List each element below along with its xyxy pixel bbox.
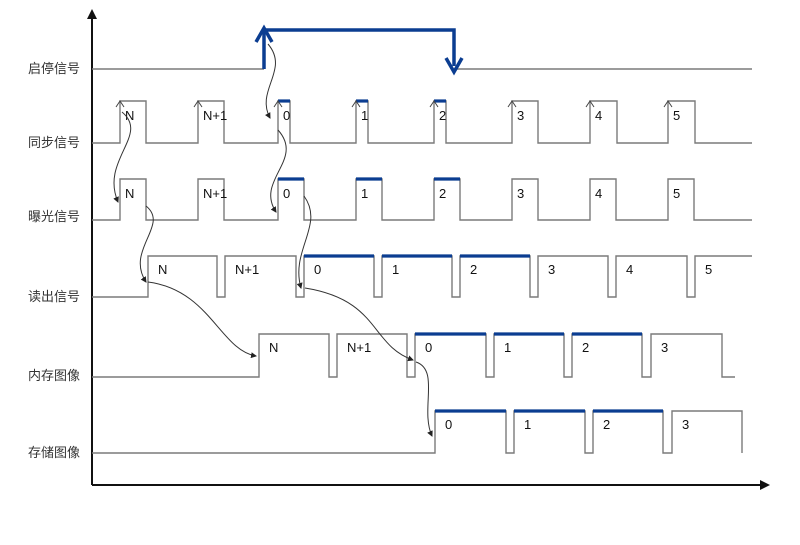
- sync-pulse-label: 2: [439, 108, 446, 123]
- exposure-pulse-label: 2: [439, 186, 446, 201]
- sync-trigger-arrow-icon: [585, 100, 595, 108]
- memory-frame-label: N: [269, 340, 278, 355]
- row-label-sync: 同步信号: [27, 136, 80, 151]
- storage-frame-label: 3: [682, 417, 689, 432]
- sync-pulse-label: N+1: [203, 108, 227, 123]
- exposure-pulse-label: 4: [595, 186, 602, 201]
- row-label-memory: 内存图像: [27, 369, 80, 384]
- sync-trigger-arrow-icon: [115, 100, 125, 108]
- exposure-pulse-label: 1: [361, 186, 368, 201]
- sync-pulse-label: 5: [673, 108, 680, 123]
- exposure-pulse-label: 3: [517, 186, 524, 201]
- memory-frame-label: N+1: [347, 340, 371, 355]
- sync-trigger-arrow-icon: [273, 100, 283, 108]
- sync-pulse-label: N: [125, 108, 134, 123]
- stop-arrow-icon: [444, 57, 464, 76]
- memory-frame-label: 0: [425, 340, 432, 355]
- readout-frame-label: 0: [314, 262, 321, 277]
- readout-frame-label: 1: [392, 262, 399, 277]
- memory-frame-label: 3: [661, 340, 668, 355]
- memory-waveform: [92, 333, 735, 378]
- sync-trigger-arrow-icon: [429, 100, 439, 108]
- storage-frame-label: 1: [524, 417, 531, 432]
- exposure-pulse-label: 0: [283, 186, 290, 201]
- readout-waveform: [92, 255, 752, 298]
- connector-arrow: [270, 129, 287, 213]
- connector-arrow: [139, 205, 154, 283]
- exposure-waveform: [92, 178, 752, 221]
- readout-frame-label: 5: [705, 262, 712, 277]
- row-label-storage: 存储图像: [27, 446, 80, 461]
- exposure-pulse-label: 5: [673, 186, 680, 201]
- sync-waveform: [92, 100, 752, 144]
- connector-arrow: [113, 111, 132, 203]
- sync-pulse-label: 0: [283, 108, 290, 123]
- row-label-readout: 读出信号: [27, 290, 80, 305]
- storage-frame-label: 2: [603, 417, 610, 432]
- readout-frame-label: 3: [548, 262, 555, 277]
- readout-frame-label: 2: [470, 262, 477, 277]
- connector-arrow: [296, 195, 312, 289]
- connector-arrow: [304, 287, 414, 362]
- sync-pulse-label: 1: [361, 108, 368, 123]
- row-label-exposure: 曝光信号: [27, 210, 80, 225]
- memory-frame-label: 1: [504, 340, 511, 355]
- sync-trigger-arrow-icon: [663, 100, 673, 108]
- start-stop-highlight: [262, 28, 456, 69]
- readout-frame-label: N: [158, 262, 167, 277]
- connector-arrow: [264, 43, 276, 119]
- exposure-pulse-label: N+1: [203, 186, 227, 201]
- sync-pulse-label: 4: [595, 108, 602, 123]
- sync-trigger-arrow-icon: [193, 100, 203, 108]
- row-label-start-stop: 启停信号: [27, 62, 80, 77]
- readout-frame-label: N+1: [235, 262, 259, 277]
- exposure-pulse-label: N: [125, 186, 134, 201]
- storage-waveform: [92, 410, 743, 454]
- connector-arrow: [147, 281, 257, 359]
- memory-frame-label: 2: [582, 340, 589, 355]
- readout-frame-label: 4: [626, 262, 633, 277]
- storage-frame-label: 0: [445, 417, 452, 432]
- sync-trigger-arrow-icon: [507, 100, 517, 108]
- start-arrow-icon: [254, 24, 274, 43]
- sync-trigger-arrow-icon: [351, 100, 361, 108]
- sync-pulse-label: 3: [517, 108, 524, 123]
- connector-arrow: [415, 361, 433, 437]
